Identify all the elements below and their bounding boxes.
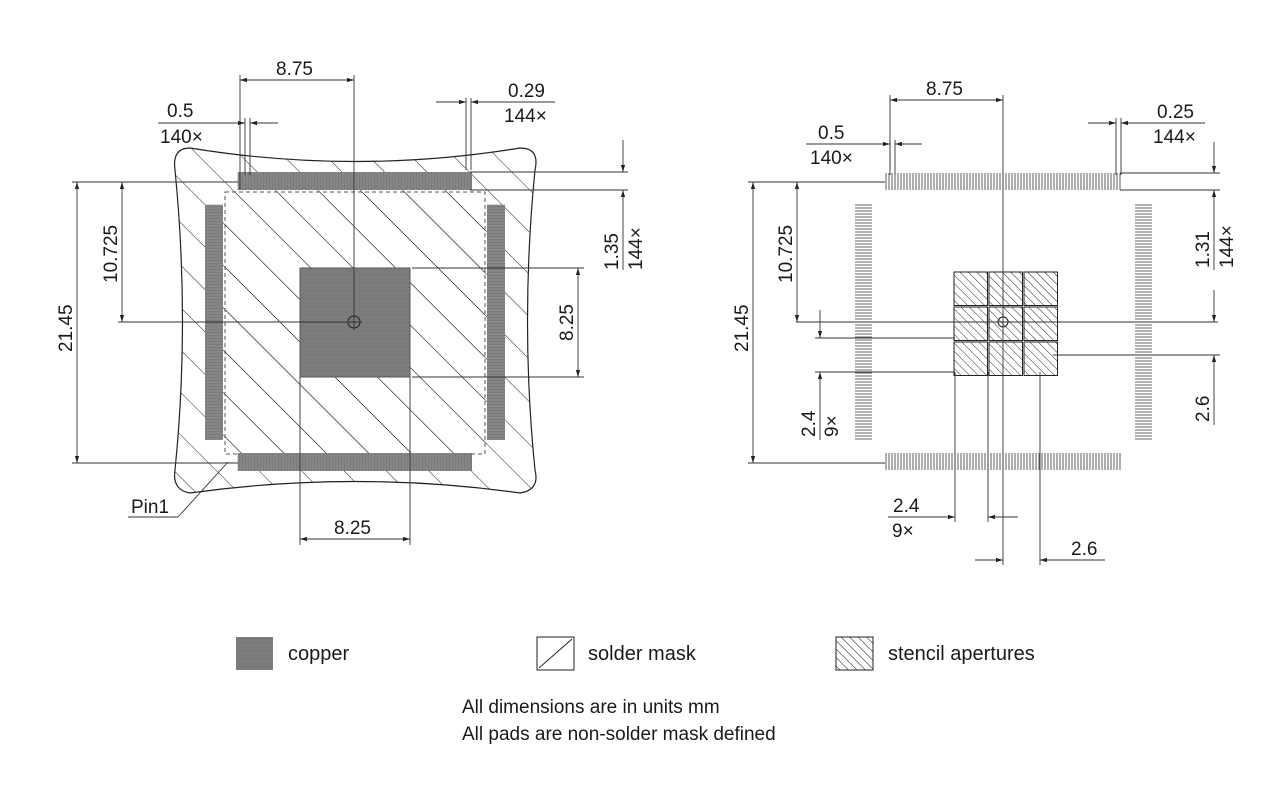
right-pads-bottom-body	[886, 453, 1121, 470]
dim-aperture-size: 2.4	[799, 410, 820, 437]
legend-solder-mask-hatch	[538, 638, 573, 669]
note-units: All dimensions are in units mm	[462, 697, 720, 718]
dim-center-offset: 8.75	[276, 59, 313, 80]
dim-pad-length: 1.35	[602, 233, 623, 270]
dim-center-offset-right: 8.75	[926, 79, 963, 100]
right-pads-left-body	[855, 205, 872, 440]
right-view: 8.75 0.5 140× 0.25 144× 1.31 144× 2.6 10…	[732, 79, 1238, 565]
right-pads-left	[855, 204, 872, 440]
legend-stencil-label: stencil apertures	[888, 643, 1035, 665]
stencil-aperture	[988, 341, 1023, 376]
dim-aperture-size-bottom: 2.4	[893, 496, 920, 517]
stencil-aperture	[1023, 306, 1058, 341]
thermal-pad	[299, 267, 411, 378]
left-pads-bottom	[237, 453, 472, 471]
dim-aperture-pitch-right: 2.6	[1193, 396, 1214, 422]
legend: copper solder mask stencil apertures	[236, 636, 1035, 671]
stencil-aperture	[953, 271, 988, 306]
pin1-label: Pin1	[131, 497, 169, 518]
dim-aperture-pitch-bottom: 2.6	[1071, 539, 1097, 560]
dim-span-right: 21.45	[732, 304, 753, 352]
stencil-aperture	[988, 306, 1023, 341]
legend-solder-mask-label: solder mask	[588, 643, 697, 665]
note-pads: All pads are non-solder mask defined	[462, 724, 776, 745]
left-pads-right	[487, 204, 505, 440]
dim-thermal-height: 8.25	[557, 304, 578, 341]
left-view-pad-rows	[205, 172, 505, 471]
dim-pad-width-count-right: 144×	[1153, 127, 1196, 148]
dim-pad-length-count-right: 144×	[1217, 225, 1238, 268]
dim-pitch: 0.5	[167, 101, 193, 122]
right-view-pad-rows	[855, 173, 1152, 470]
legend-copper-label: copper	[288, 643, 349, 665]
left-pads-top	[237, 172, 472, 190]
left-pads-left	[205, 204, 223, 440]
right-pads-bottom	[885, 453, 1121, 470]
left-view: 8.75 0.5 140× 0.29 144× 1.35 144× 8.25 8…	[56, 59, 647, 545]
legend-stencil-swatch	[835, 636, 874, 671]
left-pads-right-body	[487, 205, 505, 440]
legend-copper-swatch	[236, 637, 273, 670]
dim-aperture-count: 9×	[822, 415, 843, 437]
right-pads-right-body	[1135, 205, 1152, 440]
dim-pad-length-count: 144×	[626, 227, 647, 270]
dim-pad-length-right: 1.31	[1193, 231, 1214, 268]
stencil-aperture	[1023, 341, 1058, 376]
notes: All dimensions are in units mm All pads …	[462, 697, 776, 745]
stencil-aperture	[988, 271, 1023, 306]
dim-pitch-count: 140×	[160, 127, 203, 148]
stencil-aperture	[953, 341, 988, 376]
stencil-aperture	[1023, 271, 1058, 306]
dim-aperture-count-bottom: 9×	[892, 521, 914, 542]
dim-half-span: 10.725	[101, 225, 122, 283]
dim-pad-width: 0.29	[508, 81, 545, 102]
dim-thermal-width: 8.25	[334, 518, 371, 539]
stencil-aperture-grid	[953, 271, 1058, 376]
dim-pitch-right: 0.5	[818, 123, 844, 144]
left-pads-left-body	[205, 205, 223, 440]
right-pads-top-body	[886, 173, 1121, 190]
dim-span: 21.45	[56, 304, 77, 352]
dim-pad-width-right: 0.25	[1157, 102, 1194, 123]
dim-pad-width-count: 144×	[504, 106, 547, 127]
stencil-aperture	[953, 306, 988, 341]
right-pads-top	[885, 173, 1121, 190]
dim-half-span-right: 10.725	[776, 225, 797, 283]
right-pads-right	[1135, 204, 1152, 440]
dim-pitch-count-right: 140×	[810, 148, 853, 169]
